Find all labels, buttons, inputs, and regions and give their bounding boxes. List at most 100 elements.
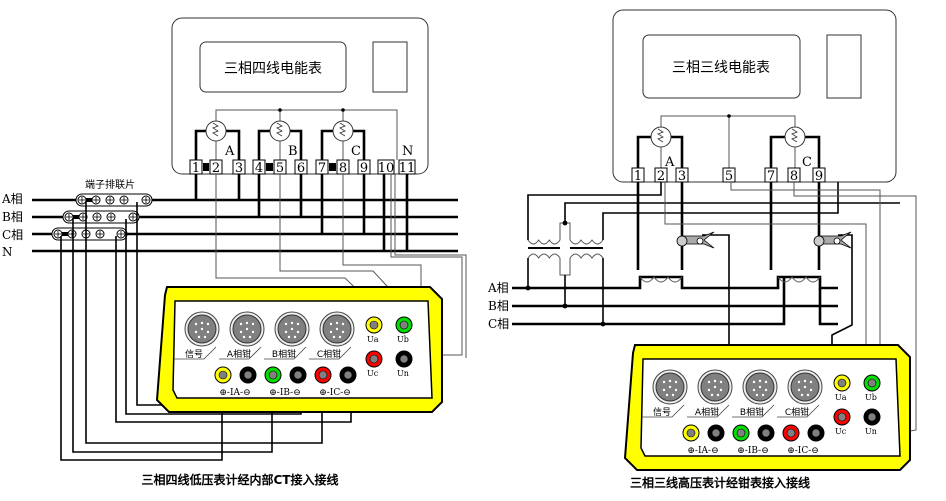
connector-label: A相钳: [695, 406, 719, 418]
voltage-jack-ub[interactable]: Ub: [395, 316, 413, 344]
current-jack[interactable]: [732, 424, 750, 442]
left-terminal: 8: [336, 159, 350, 176]
current-jack-label: ⊕-IA-⊖: [219, 388, 250, 398]
left-caption: 三相四线低压表计经内部CT接入接线: [142, 472, 339, 487]
voltage-jack-un[interactable]: Un: [395, 350, 413, 378]
clamp-c-icon: [813, 231, 852, 249]
connector-right-0[interactable]: 信号: [642, 369, 688, 418]
left-meter-window: [372, 41, 408, 93]
voltage-jack-label: Ua: [367, 335, 379, 344]
right-phase-label-c: C: [802, 155, 812, 170]
left-phase-label-c: C: [351, 144, 361, 159]
voltage-jack-ua[interactable]: Ua: [365, 316, 383, 344]
right-line-label-c: C相: [488, 317, 509, 331]
connector-right-2[interactable]: B相钳: [732, 369, 778, 418]
voltage-jack-label: Uc: [835, 427, 847, 436]
voltage-jack-label: Ua: [835, 393, 847, 402]
svg-text:5: 5: [276, 161, 284, 176]
left-line-label-c: C相: [2, 228, 23, 242]
left-terminal: 9: [357, 159, 371, 176]
current-jack[interactable]: [339, 366, 357, 384]
right-phase-label-a: A: [664, 155, 675, 170]
current-jack-label: ⊕-IC-⊖: [787, 446, 819, 456]
current-jack[interactable]: [289, 366, 307, 384]
current-jack[interactable]: [314, 366, 332, 384]
right-meter-window: [826, 34, 862, 99]
svg-text:1: 1: [634, 169, 642, 184]
left-element-a-icon: [194, 120, 241, 170]
voltage-jack-uc[interactable]: Uc: [365, 350, 383, 378]
voltage-jack-label: Un: [865, 427, 877, 436]
voltage-jack-label: Ub: [397, 335, 409, 344]
left-terminal: 7: [315, 159, 329, 176]
connector-right-1[interactable]: A相钳: [687, 369, 733, 418]
connector-left-3[interactable]: C相钳: [309, 311, 355, 360]
left-terminal: 2: [209, 159, 223, 176]
left-terminal: 11: [398, 159, 416, 176]
connector-left-2[interactable]: B相钳: [264, 311, 310, 360]
right-terminal: 1: [631, 167, 645, 184]
connector-label: C相钳: [317, 348, 341, 360]
left-meter-title: 三相四线电能表: [224, 61, 322, 77]
svg-text:1: 1: [192, 161, 200, 176]
current-jack[interactable]: [782, 424, 800, 442]
svg-text:2: 2: [212, 161, 220, 176]
connector-label: B相钳: [740, 406, 764, 418]
voltage-jack-ua[interactable]: Ua: [833, 374, 851, 402]
left-line-label-n: N: [2, 245, 13, 259]
current-jack[interactable]: [214, 366, 232, 384]
right-caption: 三相三线高压表计经钳表接入接线: [630, 475, 810, 490]
connector-left-1[interactable]: A相钳: [219, 311, 265, 360]
right-terminal: 7: [764, 167, 778, 184]
current-jack[interactable]: [807, 424, 825, 442]
right-element-a-icon: [636, 126, 684, 170]
left-terminal: 6: [294, 159, 308, 176]
current-jack-label: ⊕-IC-⊖: [319, 388, 351, 398]
current-jack-label: ⊕-IA-⊖: [687, 446, 718, 456]
left-line-label-b: B相: [2, 210, 23, 224]
terminal-strip-link-icon: [75, 193, 153, 207]
svg-text:11: 11: [399, 161, 416, 176]
right-terminal: 2: [654, 167, 668, 184]
left-phase-label-n: N: [402, 144, 413, 159]
right-line-label-b: B相: [488, 299, 509, 313]
connector-label: 信号: [653, 406, 671, 418]
connector-right-3[interactable]: C相钳: [777, 369, 823, 418]
svg-text:8: 8: [339, 161, 347, 176]
left-terminal: 3: [232, 159, 246, 176]
svg-text:7: 7: [318, 161, 326, 176]
current-jack[interactable]: [682, 424, 700, 442]
voltage-jack-un[interactable]: Un: [863, 408, 881, 436]
svg-text:2: 2: [657, 169, 665, 184]
current-jack-label: ⊕-IB-⊖: [269, 388, 301, 398]
connector-label: 信号: [185, 348, 203, 360]
terminal-strip-label: 端子排联片: [85, 178, 135, 191]
voltage-jack-uc[interactable]: Uc: [833, 408, 851, 436]
current-jack[interactable]: [239, 366, 257, 384]
current-jack-label: ⊕-IB-⊖: [737, 446, 769, 456]
connector-left-0[interactable]: 信号: [174, 311, 220, 360]
voltage-jack-ub[interactable]: Ub: [863, 374, 881, 402]
left-line-label-a: A相: [1, 192, 23, 206]
connector-label: C相钳: [785, 406, 809, 418]
svg-text:9: 9: [360, 161, 368, 176]
svg-text:8: 8: [790, 169, 798, 184]
right-meter-title: 三相三线电能表: [672, 60, 770, 76]
voltage-jack-label: Un: [397, 369, 409, 378]
right-element-c-icon: [769, 126, 821, 170]
voltage-jack-label: Uc: [367, 369, 379, 378]
current-jack[interactable]: [757, 424, 775, 442]
current-jack[interactable]: [264, 366, 282, 384]
current-jack[interactable]: [707, 424, 725, 442]
left-terminal: 4: [252, 159, 266, 176]
svg-text:9: 9: [815, 169, 823, 184]
svg-text:7: 7: [767, 169, 775, 184]
left-phase-label-b: B: [288, 144, 298, 159]
right-terminal: 5: [722, 167, 736, 184]
svg-text:4: 4: [255, 161, 263, 176]
pt-left-icon: [527, 239, 561, 259]
